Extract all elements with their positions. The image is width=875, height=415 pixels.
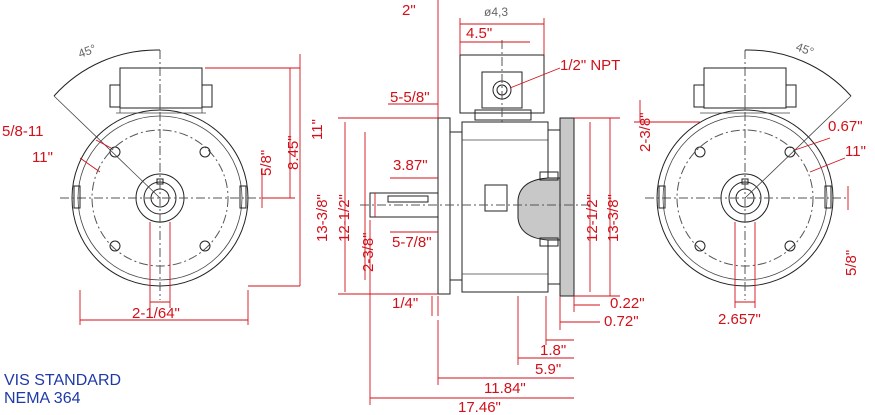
hole-left-label: 11" (32, 149, 53, 166)
d-5-5-8-label: 5-5/8" (390, 89, 430, 106)
d-1-8-label: 1.8" (540, 342, 566, 359)
d-12-1-2-right-label: 12-1/2" (584, 194, 601, 242)
d-5-7-8-label: 5-7/8" (392, 234, 432, 251)
d-0-22-label: 0.22" (610, 295, 645, 312)
d-2-3-8-label: 2-3/8" (360, 232, 377, 272)
top-2-label: 2" (402, 2, 416, 19)
d-0-72-label: 0.72" (604, 313, 639, 330)
r-2-657-label: 2.657" (718, 311, 761, 328)
d-12-1-2-left-label: 12-1/2" (336, 194, 353, 242)
caption-nema: NEMA 364 (4, 390, 81, 407)
d-13-3-8-right-label: 13-3/8" (605, 194, 622, 242)
key-left-label: 5/8" (258, 150, 275, 176)
r-11-label: 11" (845, 143, 866, 160)
d-17-46-label: 17.46" (458, 399, 501, 415)
angle-right-label: 45° (794, 40, 816, 59)
shaft-center-label: 2-1/64" (132, 305, 180, 322)
height-845-label: 8.45" (285, 135, 302, 170)
top-45-label: 4.5" (466, 25, 492, 42)
npt-label: 1/2" NPT (560, 57, 620, 74)
right-end-view (634, 49, 852, 308)
caption: VIS STANDARD NEMA 364 (4, 372, 121, 408)
top-dia-label: ø4,3 (484, 5, 508, 19)
caption-standard: VIS STANDARD (4, 372, 122, 389)
d-13-3-8-left-label: 13-3/8" (314, 194, 331, 242)
left-end-view (53, 49, 301, 325)
d-3-87-label: 3.87" (393, 157, 428, 174)
d-5-9-label: 5.9" (535, 361, 561, 378)
r-5-8-label: 5/8" (843, 250, 860, 276)
d-1-4-label: 1/4" (392, 295, 418, 312)
d-11-84-label: 11.84" (484, 380, 526, 397)
angle-left-label: 45° (76, 41, 98, 60)
center-side-view (338, 0, 620, 405)
r-2-3-8-label: 2-3/8" (637, 112, 654, 152)
height-11-label: 11" (309, 119, 326, 140)
r-0-67-label: 0.67" (828, 118, 863, 135)
bolt-thread-label: 5/8-11 (2, 123, 43, 140)
